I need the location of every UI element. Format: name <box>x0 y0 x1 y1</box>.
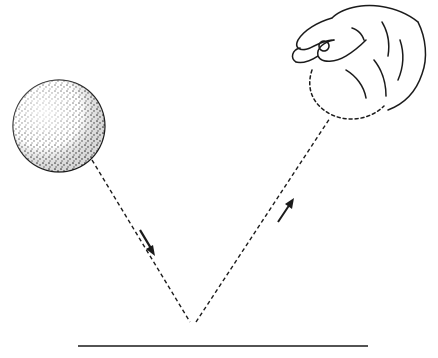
reflected-path <box>196 118 330 322</box>
incident-path <box>92 160 190 322</box>
hand-icon <box>293 6 426 120</box>
incoming-ball <box>13 80 105 172</box>
reflected-arrow <box>278 198 294 222</box>
